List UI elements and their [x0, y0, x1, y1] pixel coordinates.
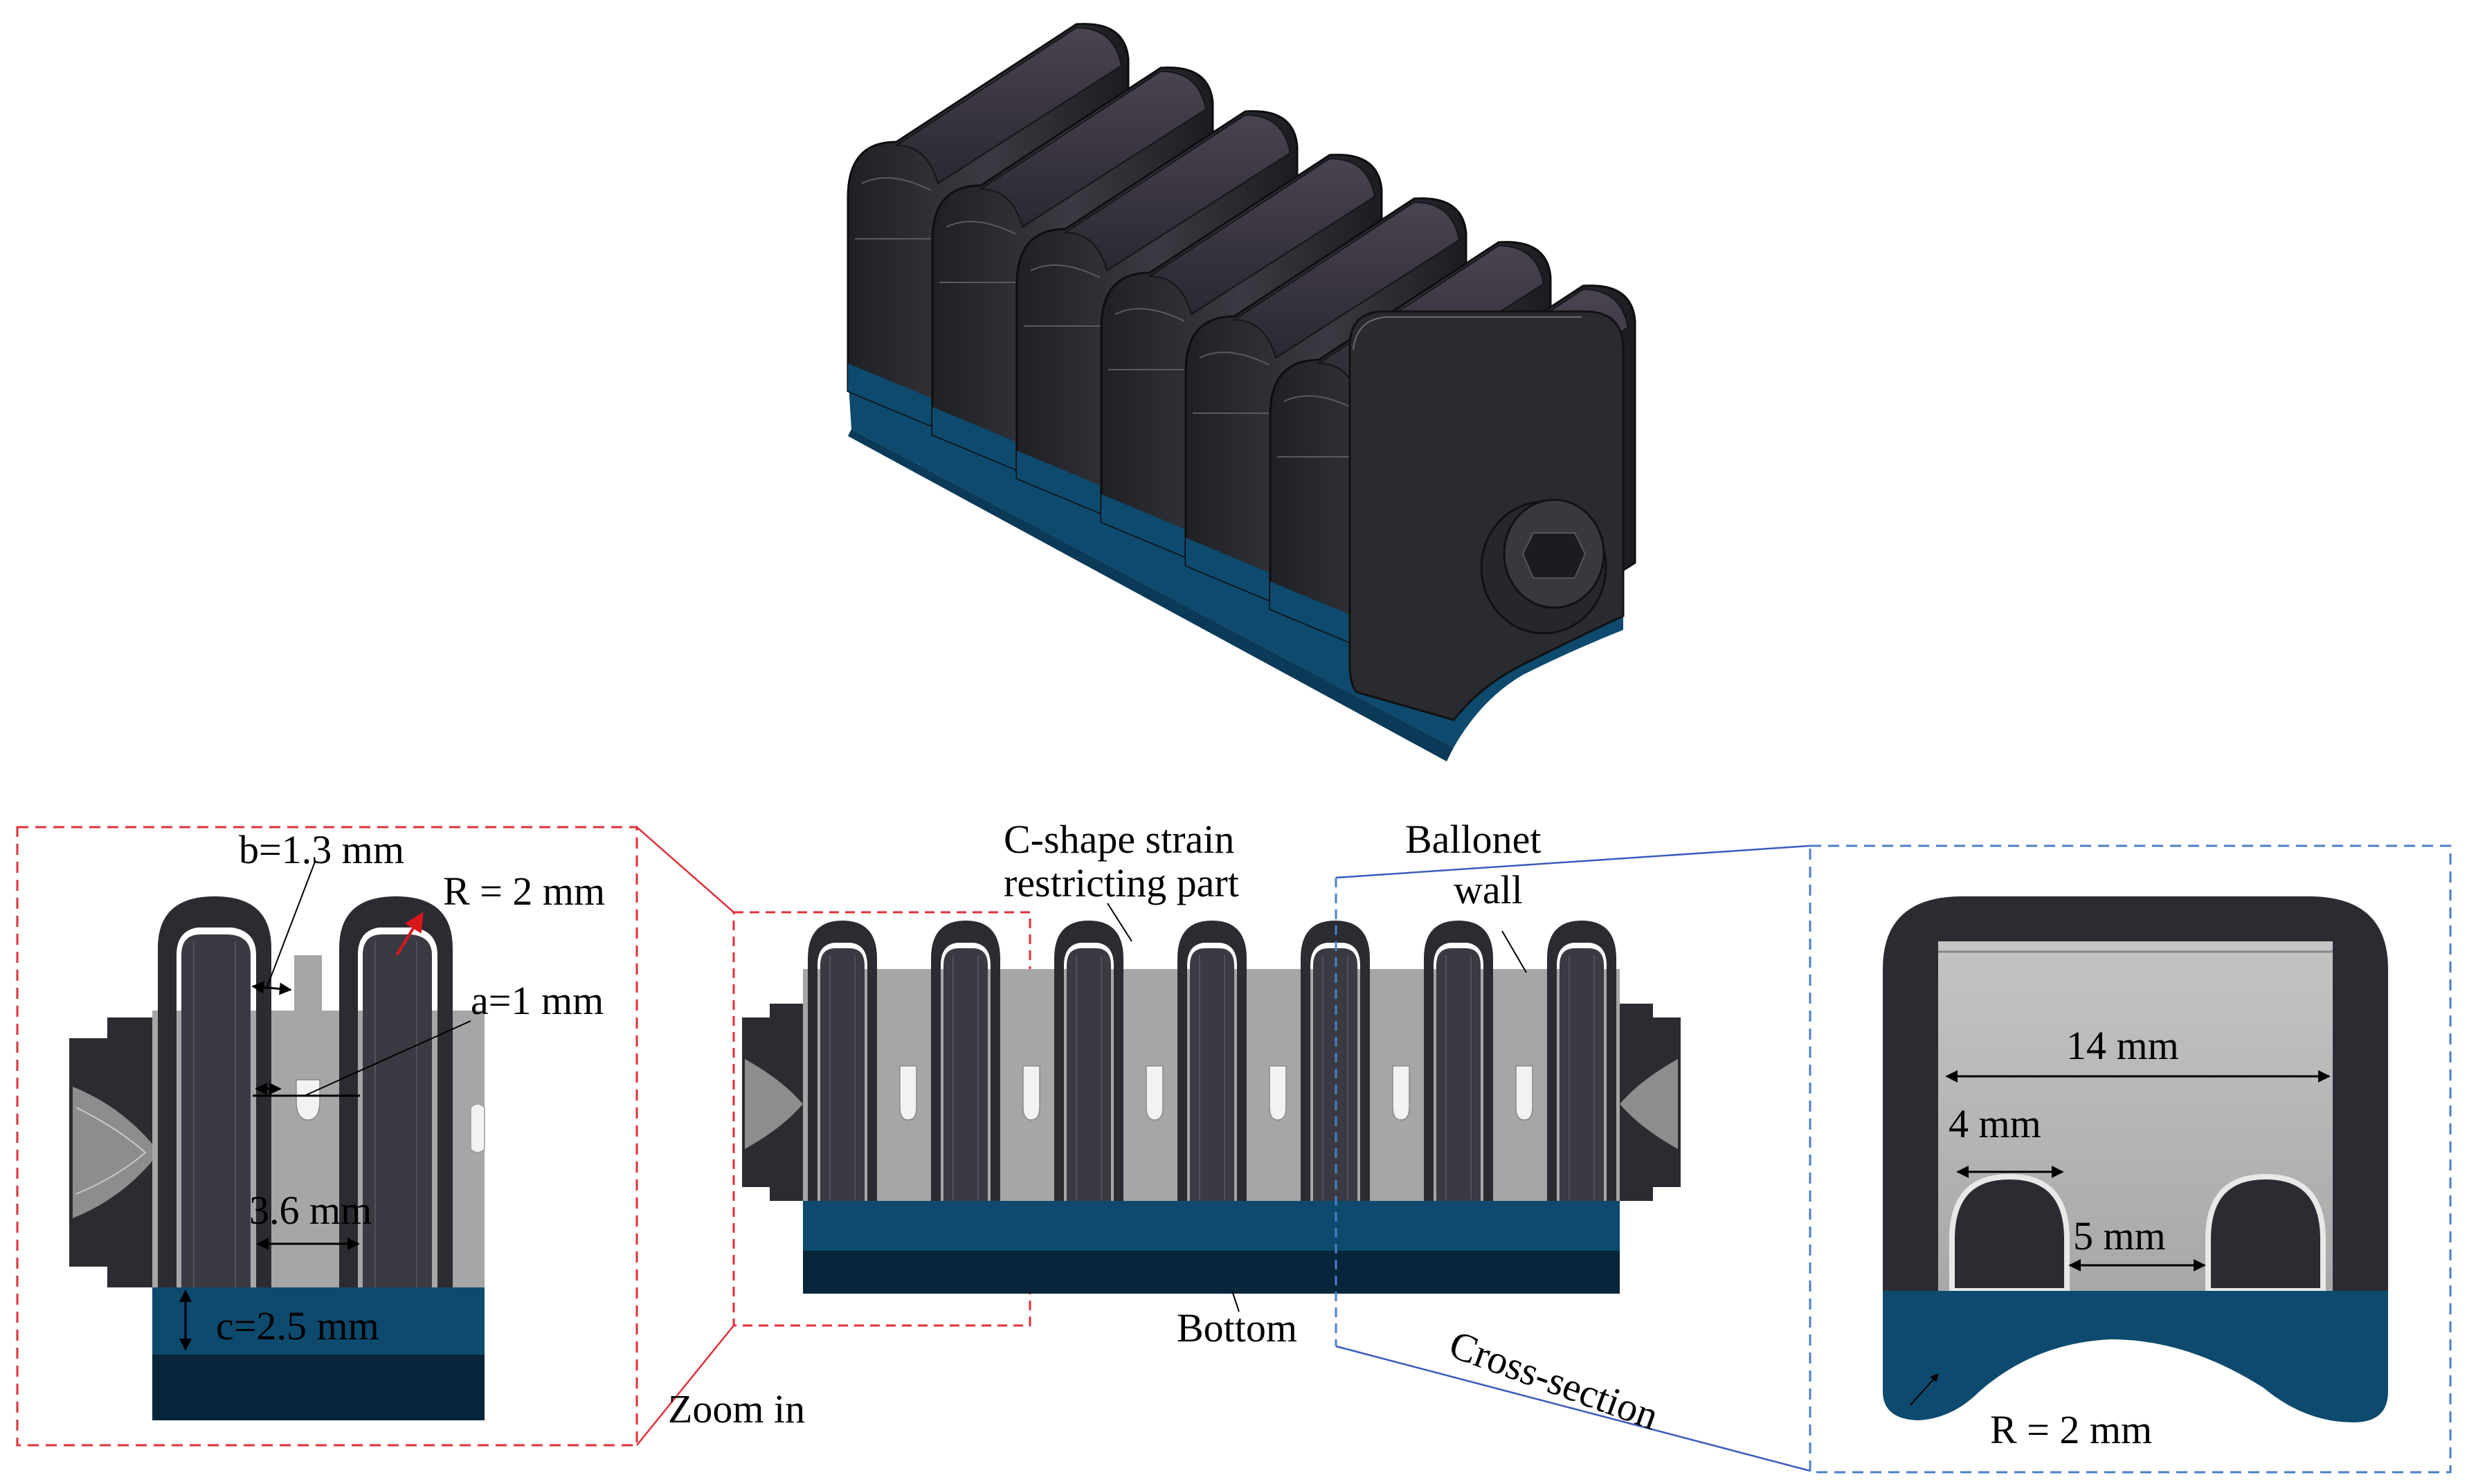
zoom-box-frame: [16, 826, 638, 1447]
section-c-shape: [808, 921, 917, 1201]
section-base-blue: [803, 1201, 1620, 1251]
section-c-shape: [1177, 921, 1287, 1201]
label-b-dim: b=1.3 mm: [239, 827, 404, 872]
section-c-shape: [1547, 921, 1616, 1201]
label-ballonet-line2: wall: [1454, 867, 1523, 912]
label-zoom-in: Zoom in: [668, 1386, 805, 1431]
label-ballonet-line1: Ballonet: [1405, 817, 1542, 862]
cross-base: [1883, 1291, 2388, 1422]
label-c-shape-line2: restricting part: [1004, 860, 1239, 905]
label-gap-dim: 3.6 mm: [249, 1188, 372, 1233]
cross-section-box: 14 mm 4 mm 5 mm R = 2 mm: [1809, 844, 2452, 1474]
cross-chamber-left: [1949, 1173, 2070, 1294]
label-spacing-dim: 5 mm: [2073, 1213, 2166, 1258]
label-a-dim: a=1 mm: [471, 978, 604, 1023]
cross-chamber-right: [2205, 1173, 2326, 1294]
render-inlet-port: [1480, 498, 1607, 635]
label-c-shape-line1: C-shape strain: [1004, 817, 1234, 862]
label-r-dim-left: R = 2 mm: [443, 869, 605, 914]
section-c-shape: [1054, 921, 1164, 1201]
zoom-base-blue: [152, 1287, 485, 1355]
cross-box-frame: [1809, 844, 2452, 1474]
label-width-dim: 14 mm: [2066, 1023, 2179, 1068]
label-r-dim-right: R = 2 mm: [1990, 1407, 2152, 1452]
section-c-shape: [931, 921, 1040, 1201]
label-c-dim: c=2.5 mm: [216, 1303, 379, 1348]
zoom-box: b=1.3 mm R = 2 mm a=1 mm 3.6 mm c=2.5 mm…: [16, 826, 805, 1447]
longitudinal-section: C-shape strain restricting part Ballonet…: [732, 817, 1811, 1472]
section-c-shape: [1424, 921, 1533, 1201]
section-base-dark: [803, 1251, 1620, 1294]
label-bottom: Bottom: [1177, 1305, 1297, 1350]
label-cross-section: Cross-section: [1444, 1321, 1665, 1438]
label-chamber-dim: 4 mm: [1949, 1101, 2041, 1146]
actuator-3d-render: [847, 23, 1636, 761]
zoom-base-dark: [152, 1355, 485, 1420]
